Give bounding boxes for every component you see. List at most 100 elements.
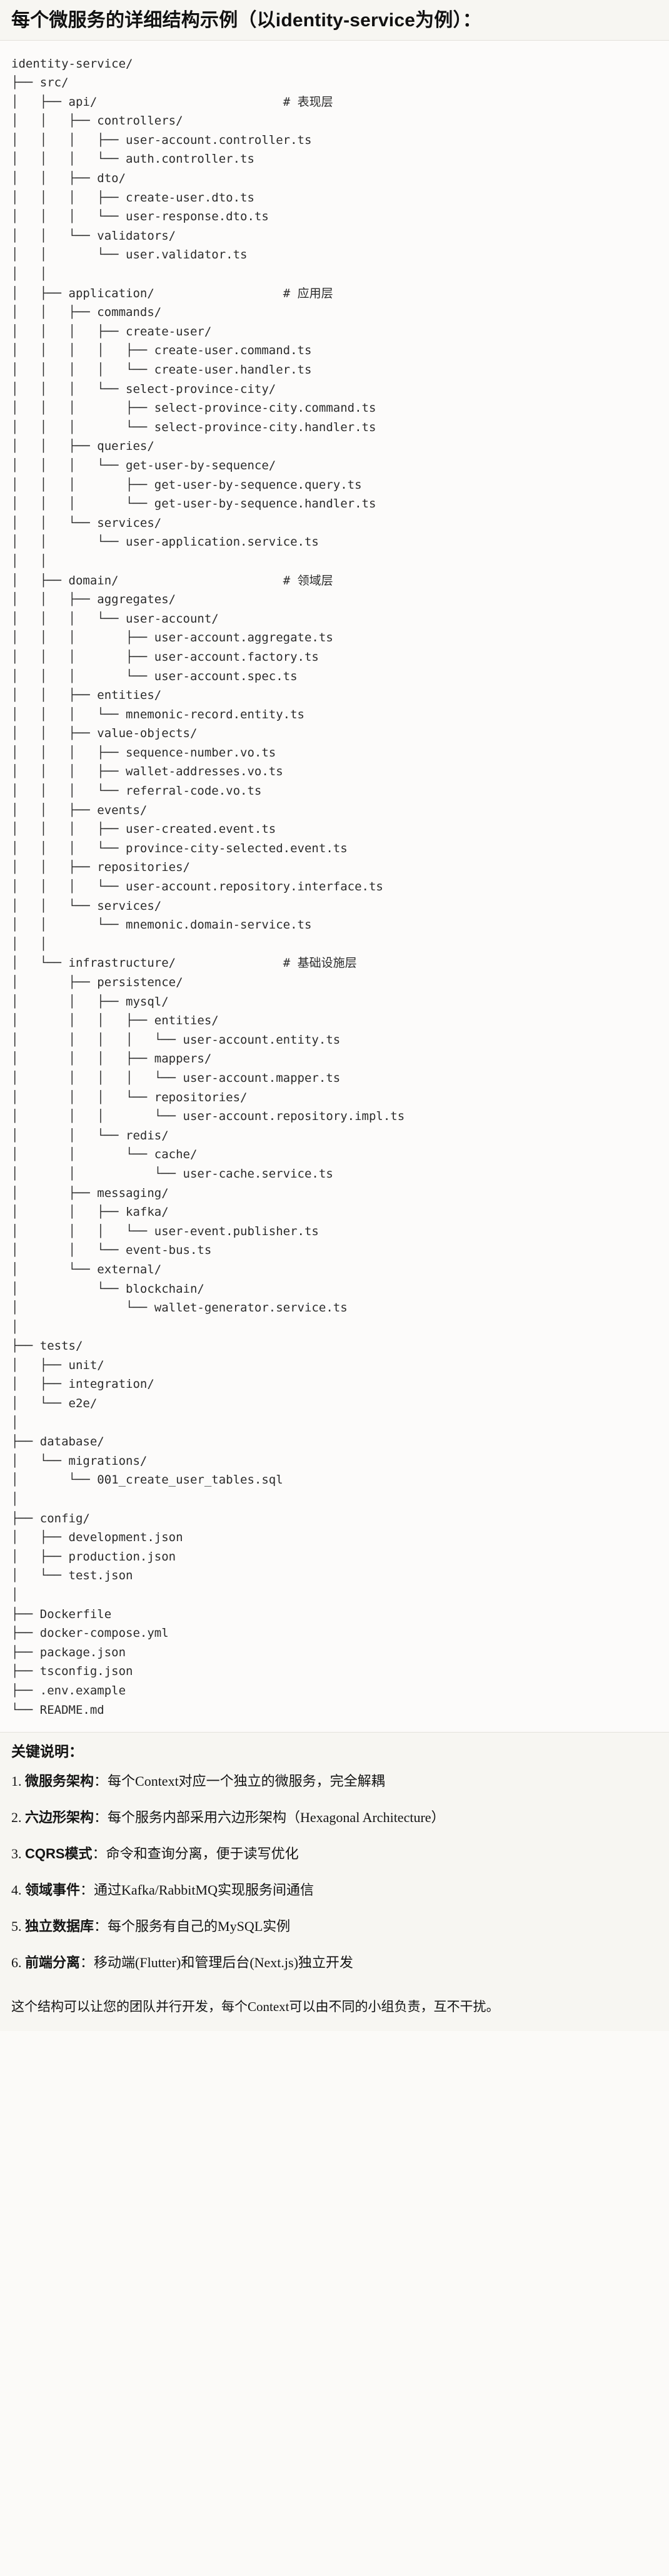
tree-line: │ └── test.json — [11, 1569, 133, 1583]
tree-line: │ │ └── services/ — [11, 899, 162, 913]
tree-line: │ │ ├── kafka/ — [11, 1205, 169, 1219]
tree-line-comment: # 应用层 — [283, 286, 333, 300]
tree-line: │ │ │ ├── user-account.aggregate.ts — [11, 631, 333, 645]
tree-line: │ │ │ └── get-user-by-sequence.handler.t… — [11, 497, 376, 511]
tree-line: │ │ │ │ └── user-account.entity.ts — [11, 1032, 341, 1047]
tree-line: │ │ │ ├── get-user-by-sequence.query.ts — [11, 477, 362, 492]
key-note-term: 前端分离 — [25, 1954, 81, 1970]
tree-line-comment: # 领域层 — [283, 573, 333, 588]
tree-line: │ │ ├── mysql/ — [11, 994, 169, 1009]
tree-line: │ │ │ └── user-account.repository.impl.t… — [11, 1109, 405, 1124]
tree-line: │ └── 001_create_user_tables.sql — [11, 1473, 283, 1487]
tree-line: ├── docker-compose.yml — [11, 1626, 169, 1641]
key-note-item: 微服务架构：每个Context对应一个独立的微服务，完全解耦 — [11, 1771, 658, 1791]
tree-line: │ │ ├── value-objects/ — [11, 726, 198, 741]
key-notes-section: 关键说明： 微服务架构：每个Context对应一个独立的微服务，完全解耦六边形架… — [0, 1733, 669, 1995]
tree-line: │ │ └── event-bus.ts — [11, 1243, 212, 1258]
tree-line: │ │ — [11, 554, 48, 568]
tree-line: │ │ ├── queries/ — [11, 439, 154, 454]
tree-line: │ │ │ │ └── user-account.mapper.ts — [11, 1071, 341, 1085]
tree-line-comment: # 表现层 — [283, 94, 333, 109]
tree-line: │ └── wallet-generator.service.ts — [11, 1301, 348, 1315]
closing-note: 这个结构可以让您的团队并行开发，每个Context可以由不同的小组负责，互不干扰… — [0, 1995, 669, 2031]
tree-line: │ │ │ ├── entities/ — [11, 1014, 219, 1028]
tree-line: │ │ │ └── user-response.dto.ts — [11, 210, 269, 224]
tree-line: │ │ │ └── get-user-by-sequence/ — [11, 458, 276, 472]
key-note-description: ：每个Context对应一个独立的微服务，完全解耦 — [94, 1773, 385, 1789]
tree-line: ├── Dockerfile — [11, 1607, 112, 1621]
tree-line: │ │ │ └── user-account/ — [11, 611, 219, 626]
tree-line: │ │ │ ├── user-account.controller.ts — [11, 133, 312, 147]
key-note-description: ：每个服务内部采用六边形架构（Hexagonal Architecture） — [94, 1809, 445, 1825]
document-page: 每个微服务的详细结构示例（以identity-service为例）： ident… — [0, 0, 669, 2031]
tree-line: │ │ — [11, 937, 48, 951]
key-note-description: ：通过Kafka/RabbitMQ实现服务间通信 — [80, 1881, 314, 1898]
key-notes-list: 微服务架构：每个Context对应一个独立的微服务，完全解耦六边形架构：每个服务… — [11, 1771, 658, 1972]
tree-line: │ │ │ ├── sequence-number.vo.ts — [11, 745, 276, 760]
tree-line: │ │ │ └── user-event.publisher.ts — [11, 1224, 319, 1238]
page-title: 每个微服务的详细结构示例（以identity-service为例）： — [0, 0, 669, 41]
key-notes-heading: 关键说明： — [11, 1743, 83, 1760]
tree-line: │ │ │ └── user-account.repository.interf… — [11, 880, 383, 894]
key-note-term: 六边形架构 — [25, 1809, 94, 1825]
tree-line: │ │ │ └── select-province-city/ — [11, 382, 276, 396]
tree-line: │ │ — [11, 267, 48, 282]
tree-line: │ │ │ ├── user-account.factory.ts — [11, 649, 319, 664]
tree-line: │ │ │ │ └── create-user.handler.ts — [11, 363, 312, 377]
tree-line: │ │ └── services/ — [11, 516, 162, 530]
tree-line: │ — [11, 1492, 19, 1507]
key-note-item: CQRS模式：命令和查询分离，便于读写优化 — [11, 1844, 658, 1864]
key-note-description: ：命令和查询分离，便于读写优化 — [92, 1845, 299, 1861]
key-note-term: 领域事件 — [25, 1881, 81, 1898]
tree-line: │ │ ├── controllers/ — [11, 114, 183, 128]
tree-line: │ │ │ ├── mappers/ — [11, 1052, 212, 1066]
tree-line: │ │ └── cache/ — [11, 1148, 198, 1162]
key-note-term: 独立数据库 — [25, 1918, 94, 1934]
tree-line: │ │ │ └── province-city-selected.event.t… — [11, 841, 348, 855]
tree-line: │ │ └── redis/ — [11, 1128, 169, 1143]
tree-line: │ │ │ │ ├── create-user.command.ts — [11, 344, 312, 358]
key-note-description: ：移动端(Flutter)和管理后台(Next.js)独立开发 — [80, 1954, 353, 1970]
tree-line: │ │ │ └── referral-code.vo.ts — [11, 784, 262, 798]
tree-line: │ │ ├── dto/ — [11, 171, 126, 186]
tree-line: │ │ ├── events/ — [11, 803, 148, 817]
tree-line: │ └── infrastructure/ # 基础设施层 — [11, 956, 357, 970]
tree-line: │ │ ├── repositories/ — [11, 860, 190, 875]
key-note-item: 六边形架构：每个服务内部采用六边形架构（Hexagonal Architectu… — [11, 1808, 658, 1828]
tree-line: │ │ └── user-cache.service.ts — [11, 1166, 333, 1181]
tree-line-comment: # 基础设施层 — [283, 956, 357, 970]
tree-line: │ │ └── mnemonic.domain-service.ts — [11, 918, 312, 932]
tree-line: │ │ ├── commands/ — [11, 305, 162, 320]
tree-line: │ └── e2e/ — [11, 1397, 98, 1411]
tree-line: │ │ │ └── user-account.spec.ts — [11, 669, 298, 683]
key-note-item: 领域事件：通过Kafka/RabbitMQ实现服务间通信 — [11, 1880, 658, 1900]
tree-line: ├── database/ — [11, 1435, 104, 1449]
tree-line: ├── config/ — [11, 1511, 90, 1525]
tree-line: │ │ ├── aggregates/ — [11, 593, 176, 607]
tree-line: ├── .env.example — [11, 1683, 126, 1698]
tree-line: ├── src/ — [11, 76, 69, 90]
directory-tree: identity-service/├── src/│ ├── api/ # 表现… — [11, 54, 658, 1720]
key-note-item: 独立数据库：每个服务有自己的MySQL实例 — [11, 1917, 658, 1937]
key-note-description: ：每个服务有自己的MySQL实例 — [94, 1918, 291, 1934]
tree-line: │ │ │ ├── create-user/ — [11, 324, 212, 339]
tree-line: │ ├── persistence/ — [11, 975, 183, 989]
key-note-term: CQRS模式 — [25, 1845, 93, 1861]
tree-line: │ ├── production.json — [11, 1549, 176, 1564]
tree-line: │ ├── domain/ # 领域层 — [11, 573, 333, 588]
tree-line: identity-service/ — [11, 56, 133, 71]
tree-line: │ │ └── user-application.service.ts — [11, 535, 319, 549]
tree-line: │ ├── messaging/ — [11, 1186, 169, 1200]
key-note-item: 前端分离：移动端(Flutter)和管理后台(Next.js)独立开发 — [11, 1953, 658, 1973]
tree-line: │ ├── application/ # 应用层 — [11, 286, 333, 300]
tree-line: │ │ │ └── select-province-city.handler.t… — [11, 420, 376, 434]
tree-line: │ │ │ ├── user-created.event.ts — [11, 822, 276, 837]
tree-line: │ — [11, 1588, 19, 1602]
tree-line: │ └── migrations/ — [11, 1453, 148, 1468]
tree-line: ├── package.json — [11, 1645, 126, 1659]
tree-line: │ ├── development.json — [11, 1530, 183, 1545]
tree-line: │ └── blockchain/ — [11, 1281, 204, 1296]
tree-line: │ — [11, 1415, 19, 1430]
key-note-term: 微服务架构 — [25, 1773, 94, 1789]
tree-line: │ │ │ └── auth.controller.ts — [11, 152, 254, 166]
